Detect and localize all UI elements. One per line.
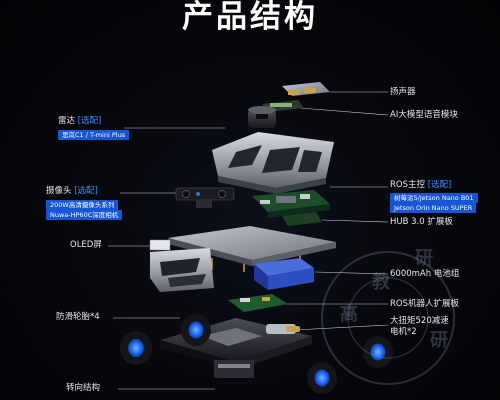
- lidar-badge: 思岚C1 / T-mini Plus: [58, 130, 130, 140]
- line-battery: [314, 271, 389, 275]
- callout-lines: [108, 91, 389, 390]
- label-speaker: 扬声器: [390, 87, 416, 97]
- label-ros-expansion-board: ROS机器人扩展板: [390, 299, 459, 309]
- ros-controller-badge-line2: Jetson Orin Nano SUPER: [390, 203, 477, 213]
- label-camera-text: 摄像头: [46, 186, 72, 196]
- label-ai-voice-module: AI大模型语音模块: [390, 110, 458, 120]
- front-bumper: [150, 248, 214, 292]
- line-hub: [321, 219, 389, 223]
- battery-pack: [254, 258, 314, 290]
- label-motor-line1: 大扭矩520减速: [390, 316, 449, 326]
- line-ai-voice: [299, 107, 389, 116]
- label-oled-screen: OLED屏: [70, 240, 102, 250]
- label-lidar-text: 雷达: [58, 116, 76, 126]
- watermark-char: 研: [415, 248, 433, 269]
- speaker-module: [282, 82, 330, 96]
- watermark-char: 研: [430, 330, 448, 351]
- ros-controller-board: [252, 190, 330, 218]
- lidar-unit: [248, 106, 276, 128]
- ros-controller-badge-line1: 树莓派5/Jetson Nano B01: [390, 193, 478, 203]
- camera-module: [175, 187, 235, 208]
- wheel-rear-left: [181, 314, 211, 346]
- label-battery: 6000mAh 电池组: [390, 269, 460, 279]
- camera-badge-line2: Nuwa-HP60C深度相机: [46, 210, 123, 220]
- label-ros-controller-text: ROS主控: [390, 180, 425, 190]
- optional-tag: [选配]: [74, 186, 98, 196]
- page-title: 产品结构: [182, 0, 318, 35]
- label-tires: 防滑轮胎*4: [56, 312, 100, 322]
- wheel-rear-right: [363, 336, 393, 368]
- ros-expansion-board: [228, 294, 288, 312]
- camera-badge-line1: 200W高清摄像头系列: [46, 200, 119, 210]
- wheel-set: [120, 314, 393, 394]
- watermark-emblem: [321, 251, 455, 385]
- optional-tag: [选配]: [77, 116, 102, 126]
- hub-board: [282, 212, 322, 226]
- oled-screen: [149, 239, 171, 251]
- label-motor-line2: 电机*2: [390, 327, 417, 337]
- optional-tag: [选配]: [427, 180, 452, 190]
- label-camera: 摄像头 [选配]: [46, 186, 98, 197]
- line-motor: [294, 324, 389, 331]
- watermark-char: 高: [340, 304, 358, 325]
- label-lidar: 雷达 [选配]: [58, 116, 101, 127]
- watermark-char: 教: [372, 272, 390, 293]
- label-steering: 转向结构: [66, 383, 101, 393]
- wheel-front-left: [120, 331, 152, 365]
- steering-mechanism: [214, 360, 254, 378]
- wheel-front-right: [307, 362, 337, 394]
- top-cover-plate: [212, 132, 334, 194]
- label-hub-board: HUB 3.0 扩展板: [390, 217, 453, 227]
- label-ros-controller: ROS主控 [选配]: [390, 180, 451, 191]
